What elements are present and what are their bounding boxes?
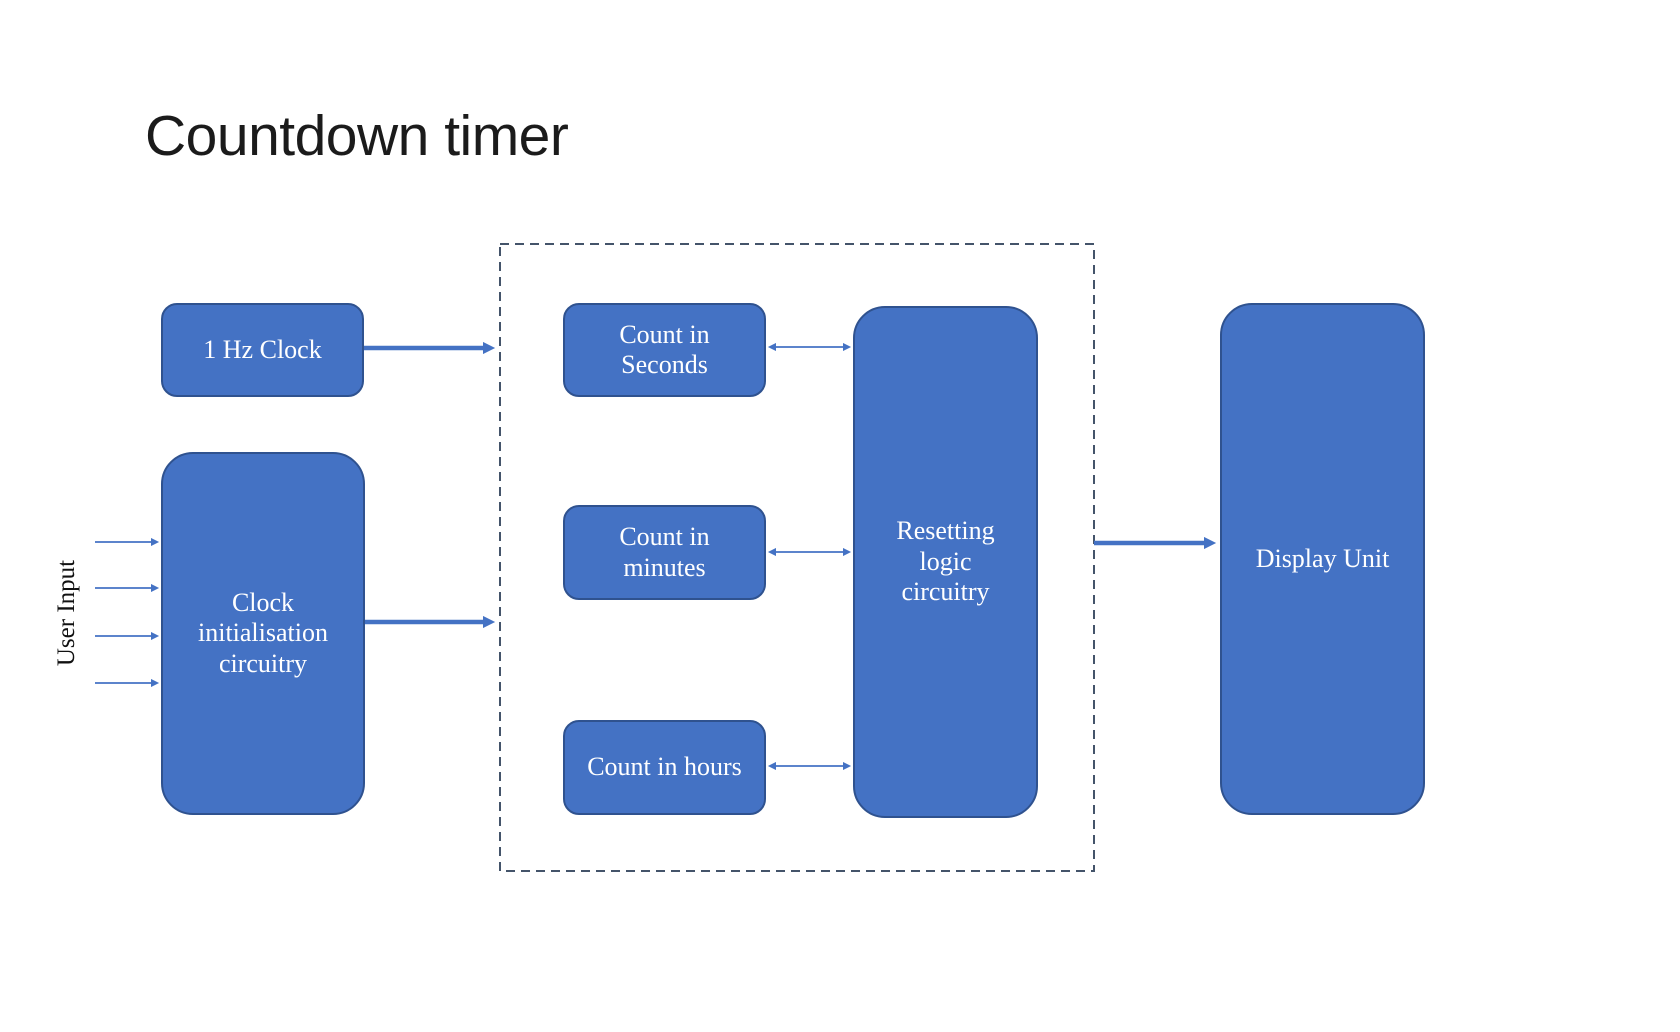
user-input-label: User Input [53, 559, 80, 667]
block-1hz-clock-label: 1 Hz Clock [203, 334, 322, 364]
block-count-in-hours: Count in hours [563, 720, 766, 815]
block-1hz-clock: 1 Hz Clock [161, 303, 364, 397]
block-clock-initialisation-circuitry: Clock initialisation circuitry [161, 452, 365, 815]
diagram-title: Countdown timer [145, 104, 569, 168]
block-count-in-minutes-label: Count in minutes [619, 522, 710, 582]
block-count-in-minutes: Count in minutes [563, 505, 766, 600]
block-resetting-logic-circuitry: Resetting logic circuitry [853, 306, 1038, 818]
block-count-in-seconds-label: Count in Seconds [619, 319, 710, 379]
block-display-unit-label: Display Unit [1255, 543, 1390, 573]
block-count-in-seconds: Count in Seconds [563, 303, 766, 397]
block-resetting-logic-label: Resetting logic circuitry [896, 516, 995, 607]
block-display-unit: Display Unit [1220, 303, 1425, 815]
block-clock-initialisation-label: Clock initialisation circuitry [198, 587, 328, 678]
block-count-in-hours-label: Count in hours [587, 752, 742, 782]
